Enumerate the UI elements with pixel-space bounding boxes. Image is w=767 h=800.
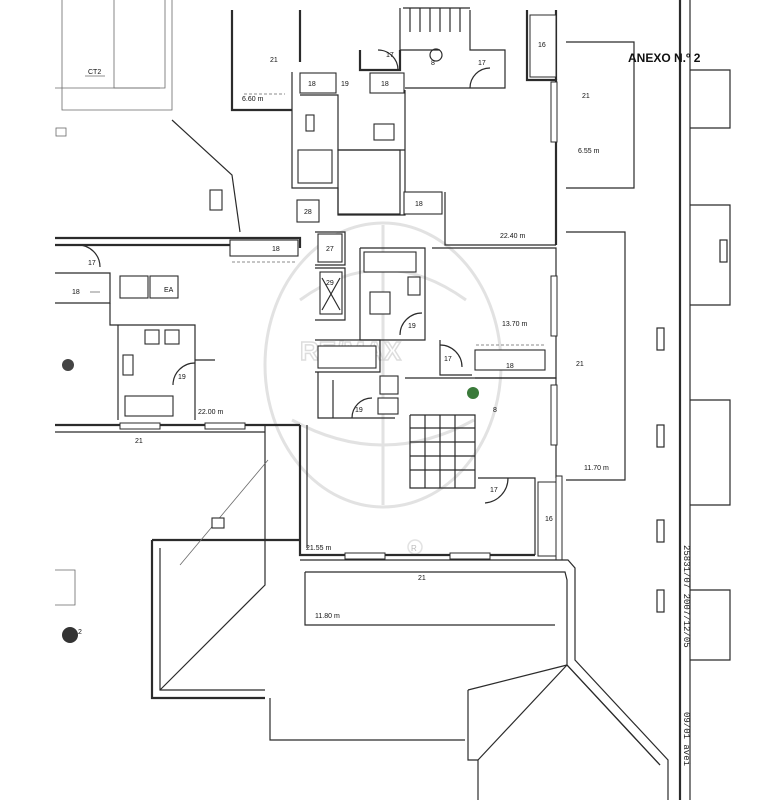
- dimension-label: 22.40 m: [500, 233, 525, 240]
- room-code: 28: [304, 209, 312, 216]
- watermark-registered: R: [411, 544, 417, 553]
- room-code: 29: [326, 280, 334, 287]
- room-code: 8: [431, 60, 435, 67]
- room-code-ea: EA: [164, 287, 174, 294]
- dimension-label: 22.00 m: [198, 409, 223, 416]
- room-code: 16: [538, 42, 546, 49]
- dimension-label: 6.55 m: [578, 148, 600, 155]
- top-left-annex-area: CT2: [55, 0, 173, 137]
- room-code: 17: [478, 60, 486, 67]
- room-code: 18: [415, 201, 423, 208]
- room-code: 19: [408, 323, 416, 330]
- dimension-label: 11.80 m: [315, 613, 340, 620]
- room-code: 21: [135, 438, 143, 445]
- diagonal-hall-lines: [55, 119, 241, 643]
- roof-outline: [150, 189, 669, 800]
- room-code: 19: [178, 374, 186, 381]
- room-code: 21: [270, 57, 278, 64]
- room-code: 18: [381, 81, 389, 88]
- room-code: 19: [355, 407, 363, 414]
- dimension-label: 6.60 m: [242, 96, 264, 103]
- annex-title: ANEXO N.º 2: [628, 51, 701, 65]
- bottom-stamp: 09/01 avei: [681, 712, 691, 766]
- dimension-label: 13.70 m: [502, 321, 527, 328]
- room-code: 17: [386, 52, 394, 59]
- room-code: 18: [506, 363, 514, 370]
- room-code: 18: [272, 246, 280, 253]
- top-unit-walls: [230, 7, 506, 223]
- room-code: 16: [545, 516, 553, 523]
- green-location-marker: [467, 387, 479, 399]
- central-unit-walls: [298, 231, 558, 560]
- room-code: 17: [490, 487, 498, 494]
- room-code: 17: [444, 356, 452, 363]
- code-ct2: CT2: [88, 69, 101, 76]
- room-code: 8: [493, 407, 497, 414]
- dimension-label: 21.55 m: [306, 545, 331, 552]
- room-code: 17: [88, 260, 96, 267]
- room-code: 27: [326, 246, 334, 253]
- room-code: 18: [308, 81, 316, 88]
- bottom-left-mark: 2: [78, 629, 82, 636]
- room-code: 21: [576, 361, 584, 368]
- room-code: 21: [418, 575, 426, 582]
- side-stamp: 25831/07 2007/12/05: [681, 545, 691, 648]
- dimension-label: 11.70 m: [584, 465, 609, 472]
- room-code: 19: [341, 81, 349, 88]
- right-lower-walls: [555, 231, 626, 561]
- right-column-walls: [444, 0, 731, 800]
- left-unit-walls: [55, 236, 302, 433]
- room-code: 21: [582, 93, 590, 100]
- room-code: 18: [72, 289, 80, 296]
